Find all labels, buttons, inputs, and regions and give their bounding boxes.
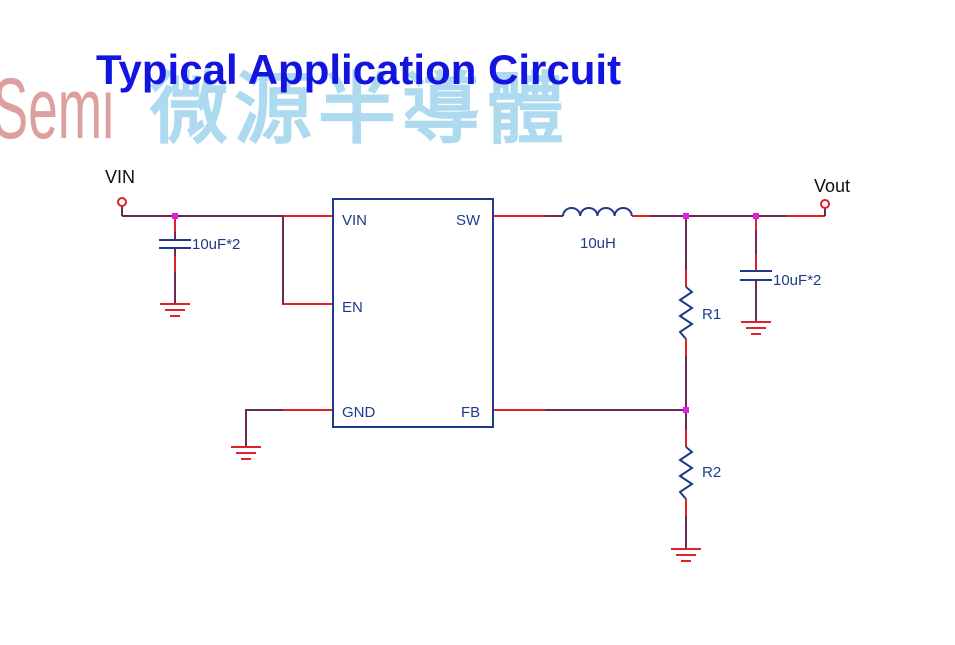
r2-label: R2 [702, 464, 721, 481]
watermark-cjk: 微源半導體 [149, 65, 570, 153]
ground-symbol-ic [231, 446, 261, 460]
node-out-divider [683, 213, 689, 219]
node-out-cap [753, 213, 759, 219]
r1-label: R1 [702, 306, 721, 323]
cout-label: 10uF*2 [773, 272, 821, 289]
junction-nodes [172, 213, 759, 413]
resistor-r1: R1 [678, 286, 721, 340]
ic-pin-gnd: GND [342, 404, 376, 421]
inductor: 10uH [562, 207, 633, 252]
page-title: Typical Application Circuit [96, 46, 622, 93]
inductor-label: 10uH [580, 235, 616, 252]
wires [122, 215, 825, 548]
wire-en-tie [282, 216, 333, 305]
input-port: VIN [105, 167, 135, 216]
ground-symbol-r2 [671, 548, 701, 562]
port-label-vout: Vout [814, 176, 850, 196]
watermark-latin: Semi [0, 61, 114, 157]
node-vin-cap [172, 213, 178, 219]
cin-label: 10uF*2 [192, 236, 240, 253]
resistor-r2: R2 [678, 446, 721, 500]
ic-pin-fb: FB [461, 404, 480, 421]
ground-symbol-cout [741, 321, 771, 335]
output-port: Vout [814, 176, 850, 216]
output-capacitor: 10uF*2 [740, 270, 821, 289]
ground-symbol-cin [160, 303, 190, 317]
ic-pin-en: EN [342, 299, 363, 316]
ic-block: VIN EN GND SW FB [332, 198, 494, 428]
input-capacitor: 10uF*2 [159, 236, 240, 253]
ic-pin-sw: SW [456, 212, 481, 229]
ic-pin-vin: VIN [342, 212, 367, 229]
node-fb [683, 407, 689, 413]
wire-gnd-pin [245, 409, 333, 446]
port-label-vin: VIN [105, 167, 135, 187]
watermark: Semi 微源半導體 [0, 61, 570, 157]
